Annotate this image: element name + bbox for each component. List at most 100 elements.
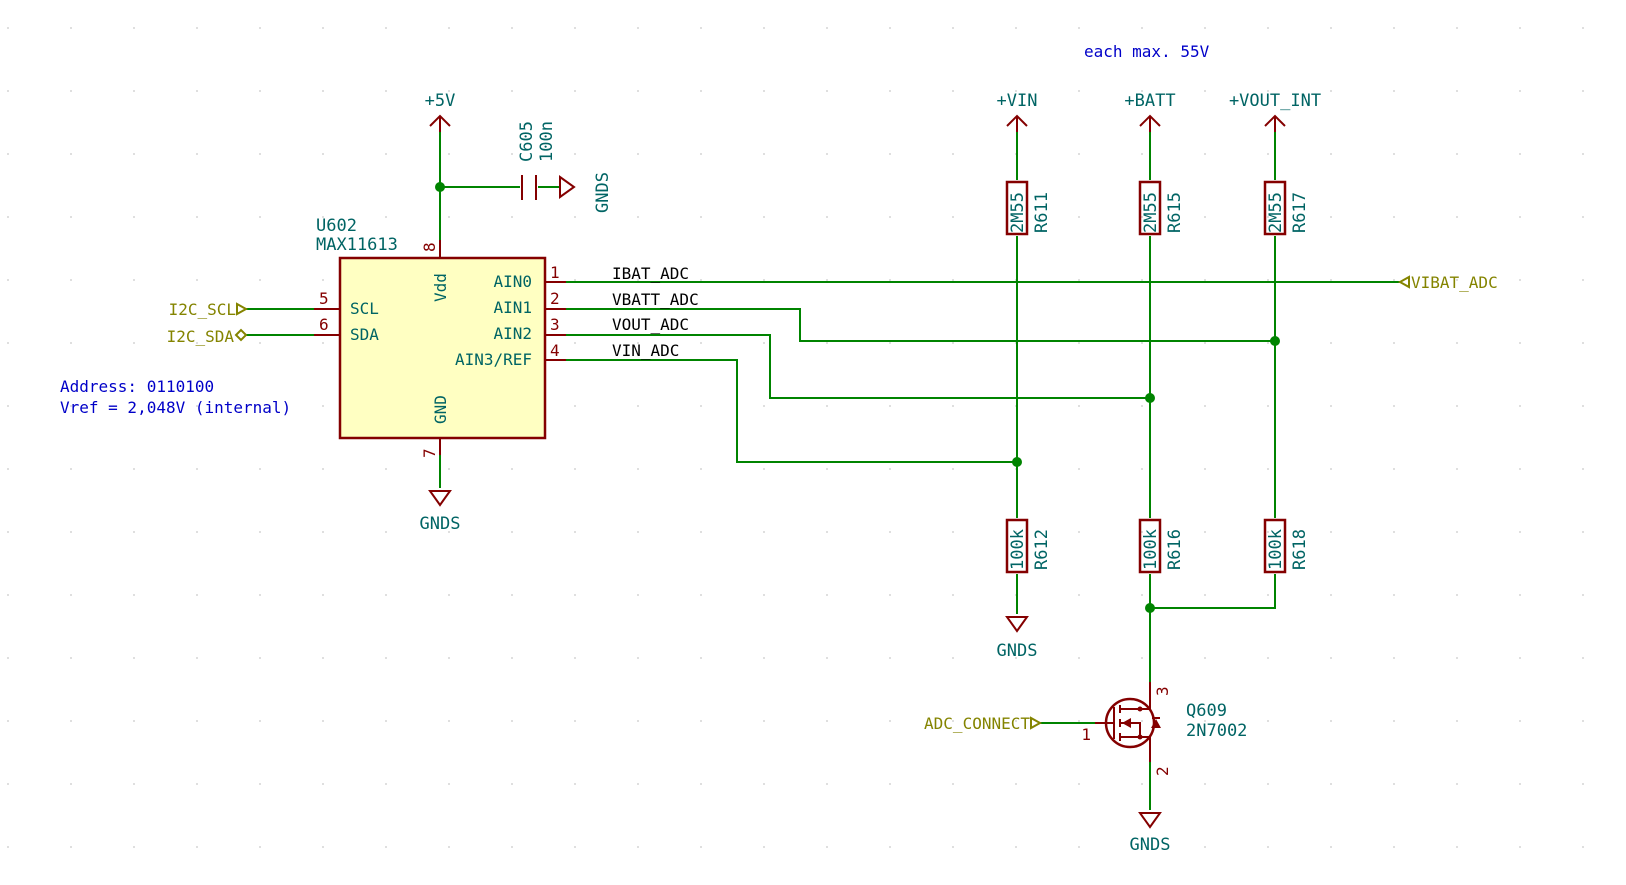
ground-icon bbox=[1138, 812, 1162, 829]
grid-dot bbox=[1393, 153, 1395, 155]
net-label-ibat-adc[interactable]: IBAT_ADC bbox=[612, 264, 689, 283]
grid-dot bbox=[1141, 594, 1143, 596]
grid-dot bbox=[133, 216, 135, 218]
power-5v[interactable]: +5V bbox=[425, 91, 456, 132]
grid-dot bbox=[259, 342, 261, 344]
ground-vin-divider[interactable]: GNDS bbox=[997, 616, 1038, 661]
grid-dot bbox=[7, 90, 9, 92]
ground-label-ic: GNDS bbox=[420, 514, 461, 534]
grid-dot bbox=[1582, 90, 1584, 92]
grid-dot bbox=[385, 216, 387, 218]
grid-dot bbox=[322, 279, 324, 281]
resistor-reference: R618 bbox=[1290, 529, 1310, 570]
grid-dot bbox=[826, 846, 828, 848]
resistor-reference: R616 bbox=[1165, 529, 1185, 570]
wire-vout-adc bbox=[566, 334, 1150, 399]
grid-dot bbox=[259, 90, 261, 92]
ic-body[interactable] bbox=[338, 256, 547, 440]
grid-dot bbox=[952, 279, 954, 281]
grid-dot bbox=[574, 468, 576, 470]
grid-dot bbox=[511, 594, 513, 596]
ground-ic[interactable]: GNDS bbox=[420, 490, 461, 534]
grid-dot bbox=[889, 657, 891, 659]
grid-dot bbox=[1582, 468, 1584, 470]
grid-dot bbox=[952, 846, 954, 848]
resistor-r615[interactable]: 2M55 R615 bbox=[1138, 180, 1185, 236]
capacitor-reference: C605 bbox=[517, 121, 537, 162]
grid-dot bbox=[385, 468, 387, 470]
global-label-text: ADC_CONNECT bbox=[924, 714, 1030, 733]
net-label-vbatt-adc[interactable]: VBATT_ADC bbox=[612, 290, 699, 309]
power-vin[interactable]: +VIN bbox=[997, 91, 1038, 132]
junction-batt-divider[interactable] bbox=[1145, 393, 1155, 403]
grid-dot bbox=[889, 27, 891, 29]
grid-dot bbox=[637, 279, 639, 281]
grid-dot bbox=[1330, 90, 1332, 92]
grid-dot bbox=[1204, 468, 1206, 470]
grid-dot bbox=[889, 153, 891, 155]
grid-dot bbox=[70, 468, 72, 470]
grid-dot bbox=[70, 531, 72, 533]
ic-u602[interactable]: U602 MAX11613 5 6 8 7 1 2 3 4 SCL SDA Vd… bbox=[314, 216, 566, 458]
grid-dot bbox=[1456, 405, 1458, 407]
resistor-r616[interactable]: 100k R616 bbox=[1138, 518, 1185, 574]
junction-vin-divider[interactable] bbox=[1012, 457, 1022, 467]
grid-dot bbox=[952, 720, 954, 722]
grid-dot bbox=[7, 846, 9, 848]
resistor-reference: R617 bbox=[1290, 192, 1310, 233]
grid-dot bbox=[1582, 720, 1584, 722]
grid-dot bbox=[1456, 153, 1458, 155]
net-label-vout-adc[interactable]: VOUT_ADC bbox=[612, 315, 689, 334]
grid-dot bbox=[7, 657, 9, 659]
bidirectional-icon bbox=[234, 328, 248, 342]
input-arrow-icon bbox=[236, 302, 249, 316]
resistor-r617[interactable]: 2M55 R617 bbox=[1263, 180, 1310, 236]
transistor-value: 2N7002 bbox=[1186, 721, 1247, 741]
junction-5v[interactable] bbox=[435, 182, 445, 192]
grid-dot bbox=[1078, 468, 1080, 470]
grid-dot bbox=[1393, 783, 1395, 785]
grid-dot bbox=[1393, 27, 1395, 29]
pin-name-gnd: GND bbox=[431, 395, 450, 424]
junction-low-side[interactable] bbox=[1145, 603, 1155, 613]
grid-dot bbox=[322, 90, 324, 92]
power-batt[interactable]: +BATT bbox=[1124, 91, 1176, 132]
resistor-r612[interactable]: 100k R612 bbox=[1005, 518, 1052, 574]
grid-dot bbox=[1456, 657, 1458, 659]
grid-dot bbox=[889, 846, 891, 848]
ground-transistor[interactable]: GNDS bbox=[1130, 812, 1171, 855]
grid-dot bbox=[1330, 846, 1332, 848]
grid-dot bbox=[700, 468, 702, 470]
grid-dot bbox=[1519, 846, 1521, 848]
net-label-vin-adc[interactable]: VIN_ADC bbox=[612, 341, 679, 360]
grid-dot bbox=[511, 657, 513, 659]
global-label-i2c-sda[interactable]: I2C_SDA bbox=[167, 327, 248, 346]
capacitor-c605[interactable]: C605 100n bbox=[517, 121, 557, 200]
grid-dot bbox=[1330, 279, 1332, 281]
grid-dot bbox=[385, 783, 387, 785]
global-label-vibat-adc[interactable]: VIBAT_ADC bbox=[1397, 273, 1498, 292]
grid-dot bbox=[322, 531, 324, 533]
grid-dot bbox=[70, 846, 72, 848]
grid-dot bbox=[448, 846, 450, 848]
transistor-q609[interactable]: 1 3 2 Q609 2N7002 bbox=[1081, 682, 1247, 776]
grid-dot bbox=[1330, 405, 1332, 407]
grid-dot bbox=[1456, 846, 1458, 848]
grid-dot bbox=[1078, 720, 1080, 722]
pin-number-gnd: 7 bbox=[420, 448, 439, 458]
global-label-text: I2C_SCL bbox=[169, 300, 236, 319]
grid-dot bbox=[826, 279, 828, 281]
grid-dot bbox=[763, 342, 765, 344]
transistor-reference: Q609 bbox=[1186, 701, 1227, 721]
resistor-r611[interactable]: 2M55 R611 bbox=[1005, 180, 1052, 236]
junction-vout-divider[interactable] bbox=[1270, 336, 1280, 346]
ground-capacitor[interactable]: GNDS bbox=[559, 172, 613, 213]
grid-dot bbox=[889, 279, 891, 281]
power-vout-int[interactable]: +VOUT_INT bbox=[1229, 91, 1321, 132]
grid-dot bbox=[448, 216, 450, 218]
grid-dot bbox=[1267, 216, 1269, 218]
grid-dot bbox=[1519, 594, 1521, 596]
global-label-i2c-scl[interactable]: I2C_SCL bbox=[169, 300, 249, 319]
global-label-adc-connect[interactable]: ADC_CONNECT bbox=[924, 714, 1043, 733]
resistor-r618[interactable]: 100k R618 bbox=[1263, 518, 1310, 574]
